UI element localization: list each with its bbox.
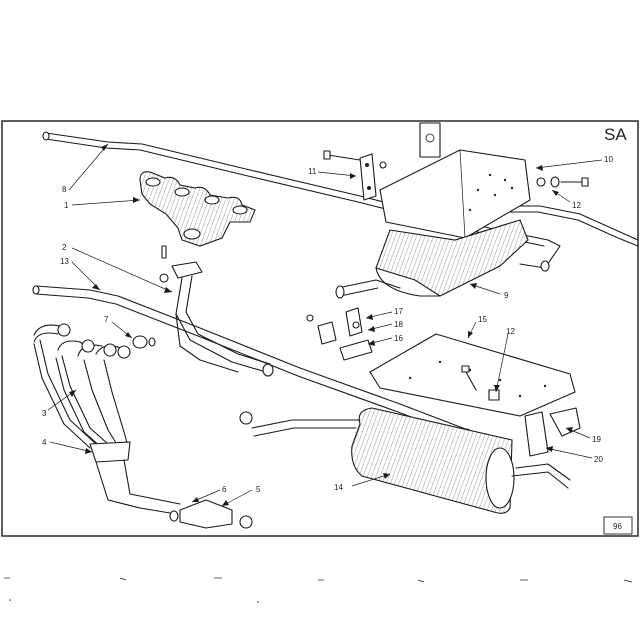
callout-16: 16	[394, 334, 403, 343]
rubber-mount-plate	[419, 122, 441, 158]
callout-15: 15	[478, 315, 487, 324]
svg-text:96: 96	[613, 522, 622, 531]
callout-14: 14	[334, 483, 343, 492]
callout-8: 8	[62, 185, 67, 194]
callout-12-lower: 12	[506, 327, 515, 336]
diagram-border	[1, 120, 639, 537]
callout-13: 13	[60, 257, 69, 266]
callout-3: 3	[42, 409, 47, 418]
callout-leaders	[47, 143, 603, 507]
callout-4: 4	[42, 438, 47, 447]
scan-specks	[4, 577, 633, 603]
bolt-washer-upper	[536, 176, 589, 188]
callout-19: 19	[592, 435, 601, 444]
callout-9: 9	[504, 291, 509, 300]
callout-20: 20	[594, 455, 603, 464]
callout-12-upper: 12	[572, 201, 581, 210]
rear-mount-brackets	[524, 407, 581, 457]
pipe-joint-pieces	[169, 499, 253, 529]
callout-labels: 8 1 2 13 3 4 5 6 7 11 10 12 9 17 18 16 1…	[42, 155, 613, 494]
sensor-nut	[132, 335, 156, 349]
rear-silencer-upper	[335, 149, 531, 299]
callout-5: 5	[256, 485, 261, 494]
front-down-pipe	[171, 261, 274, 377]
callout-18: 18	[394, 320, 403, 329]
main-silencer	[239, 407, 571, 514]
section-code: SA	[604, 125, 627, 144]
callout-6: 6	[222, 485, 227, 494]
page-number-box: 96	[603, 516, 633, 535]
callout-1: 1	[64, 201, 69, 210]
tubular-manifold	[33, 323, 181, 515]
callout-10: 10	[604, 155, 613, 164]
manifold-stud	[159, 245, 169, 283]
callout-17: 17	[394, 307, 403, 316]
exhaust-manifold	[139, 171, 256, 247]
upper-tail-pipe	[42, 131, 639, 272]
callout-7: 7	[104, 315, 109, 324]
mounting-rubbers	[306, 307, 373, 361]
mounting-bracket-upper	[323, 150, 387, 201]
bolt-washer-lower	[461, 365, 500, 401]
heat-shield-lower	[369, 333, 576, 417]
callout-2: 2	[62, 243, 67, 252]
callout-11: 11	[308, 167, 317, 176]
